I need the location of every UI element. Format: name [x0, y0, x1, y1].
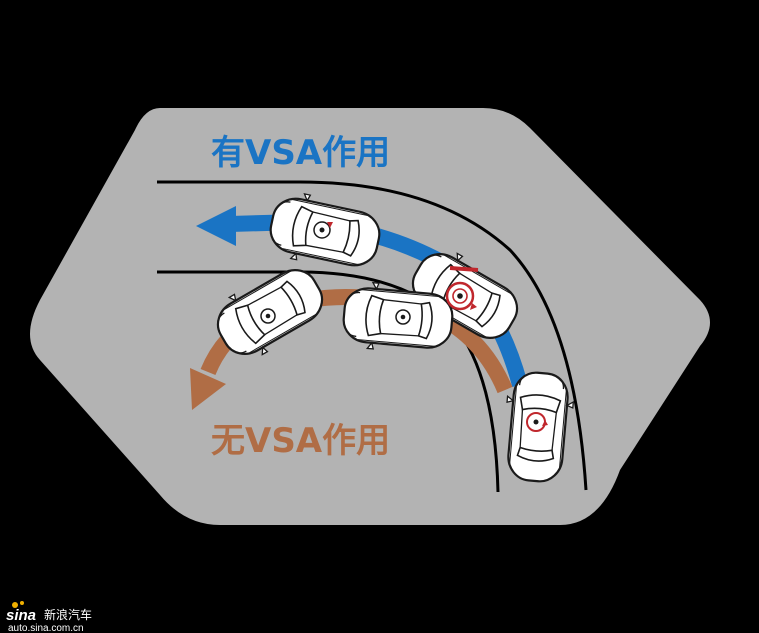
watermark-brand: sina [6, 607, 36, 624]
arrow-curved-down-icon [190, 368, 226, 410]
rotation-arrow-icon [313, 221, 333, 239]
rotation-arrow-icon [526, 412, 548, 432]
label-without-vsa: 无VSA作用 [211, 421, 390, 461]
rotation-arrow-icon [445, 266, 479, 311]
label-with-vsa: 有VSA作用 [211, 133, 390, 173]
rotation-arrow-icon [260, 308, 276, 324]
watermark-name: 新浪汽车 [44, 607, 92, 622]
arrow-left-icon [196, 206, 236, 246]
watermark-url: auto.sina.com.cn [8, 623, 84, 633]
road-outer-edge [157, 180, 588, 491]
sina-logo: sina 新浪汽车 auto.sina.com.cn [6, 601, 92, 633]
rotation-arrow-icon [395, 309, 411, 325]
